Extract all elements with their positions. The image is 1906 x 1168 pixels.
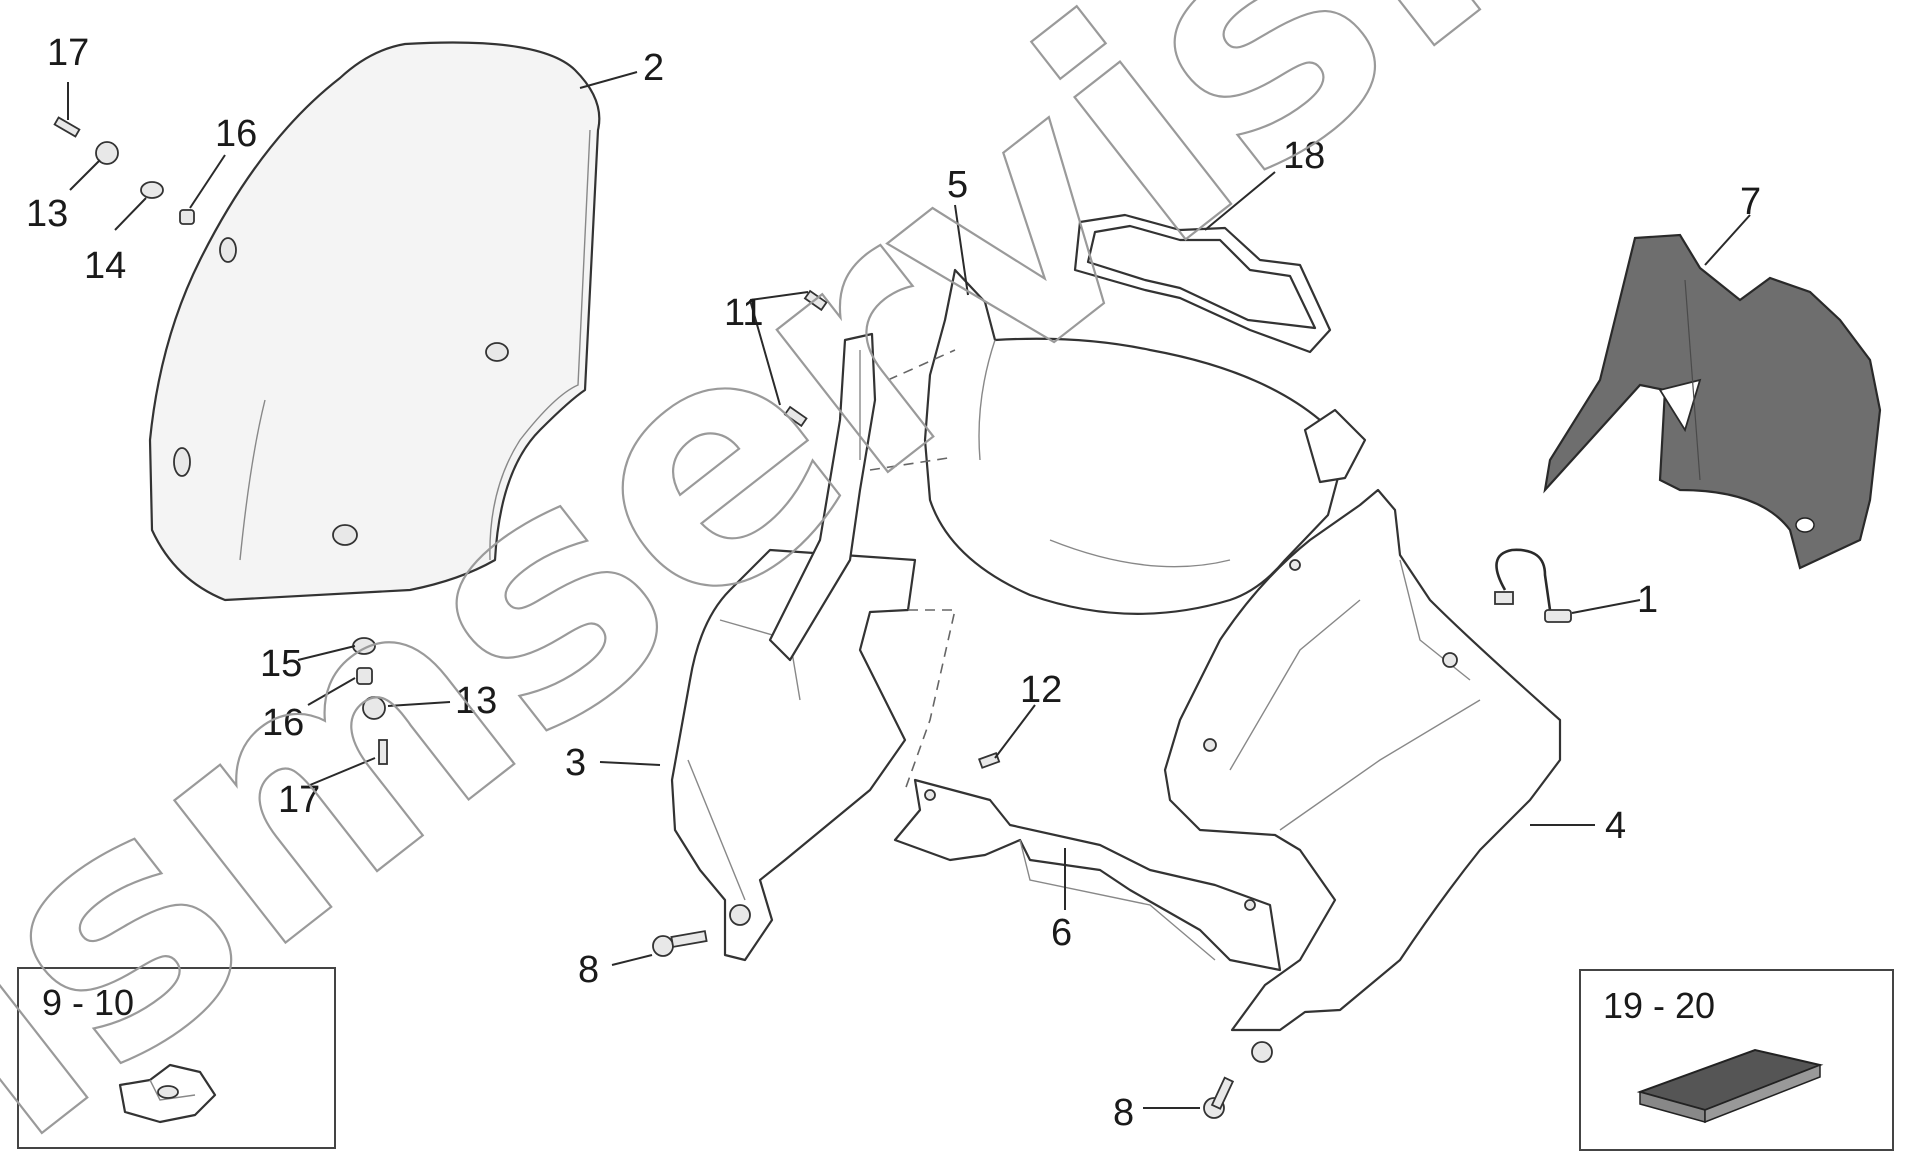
kit-box-9-10-label: 9 - 10 [42,982,134,1023]
fairing-hole-icon [1442,652,1458,668]
callout-5: 5 [947,164,968,206]
windscreen-hardware-bottom [352,637,388,765]
callout-8: 8 [1113,1092,1134,1134]
cover-hole-icon [1795,517,1815,533]
instrument-trim-frame [1073,213,1332,354]
callout-17: 17 [47,32,89,74]
callout-14: 14 [84,245,126,287]
callout-16: 16 [262,702,304,744]
screw-8-head-icon [652,935,674,957]
screw-8-shank-icon [670,930,708,948]
callout-16: 16 [215,113,257,155]
kit-box-19-20: 19 - 20 [1579,969,1894,1151]
kit-box-19-20-label: 19 - 20 [1603,985,1715,1026]
clip-end-icon [1544,609,1572,623]
callout-6: 6 [1051,912,1072,954]
lower-bracket [893,778,1282,972]
callout-1: 1 [1637,579,1658,621]
bracket-hole-icon [1244,899,1256,911]
fairing-hole-icon [1289,559,1301,571]
callout-7: 7 [1740,181,1761,223]
wire-clip [1494,548,1572,623]
callout-2: 2 [643,47,664,89]
washer-14-icon [140,181,164,199]
dashed-guide-lines [869,349,957,791]
windscreen-hole-icon [219,237,237,263]
spacer-16-icon [356,667,373,685]
callout-3: 3 [565,742,586,784]
callout-12: 12 [1020,669,1062,711]
spacer-16-icon [179,209,195,225]
clip-end-icon [1494,591,1514,605]
screw-17-icon [53,116,81,138]
callout-13: 13 [455,680,497,722]
callout-17: 17 [278,779,320,821]
windscreen [148,41,601,602]
callout-11: 11 [724,292,763,334]
screw-8-shank-icon [1210,1076,1235,1110]
screw-11-icon [783,405,808,428]
windscreen-hole-icon [332,524,358,546]
left-inner-fairing [670,332,917,962]
headlight-surround [923,268,1367,615]
screw-11-icon [803,289,828,312]
callout-18: 18 [1283,135,1325,177]
windscreen-hole-icon [173,447,191,477]
fairing-hole-icon [1203,738,1217,752]
speed-nut-hole-icon [157,1085,179,1099]
inner-dark-cover [1543,233,1882,570]
screw-12-icon [978,752,1001,769]
outer-front-fairing [1163,488,1562,1063]
windscreen-hole-icon [485,342,509,362]
callout-8: 8 [578,949,599,991]
screw-17-icon [378,739,388,765]
kit-box-9-10: 9 - 10 [17,967,336,1149]
callout-numbers: 2 17 16 13 14 15 16 13 17 3 11 5 18 7 1 … [26,32,1761,1134]
fairing-hole-icon [1251,1041,1273,1063]
callout-4: 4 [1605,805,1626,847]
nut-13-icon [95,141,119,165]
callout-15: 15 [260,643,302,685]
leader-lines [67,71,1751,1109]
fasteners [652,289,1235,1119]
bracket-hole-icon [924,789,936,801]
callout-13: 13 [26,193,68,235]
nut-13-icon [362,696,386,720]
fairing-mount-hole-icon [729,904,751,926]
windscreen-hardware-top [53,116,195,225]
